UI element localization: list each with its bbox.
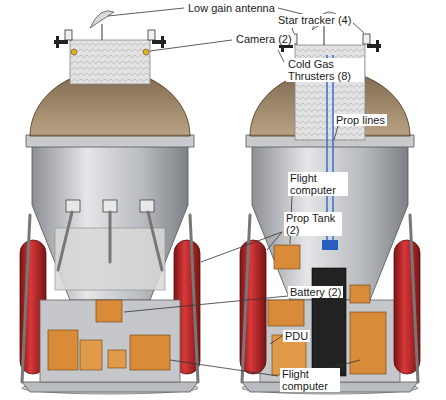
callout-label: Cold Gas Thrusters (8) (286, 58, 364, 82)
callout-label: Low gain antenna (186, 2, 277, 14)
leader-lines (108, 8, 364, 376)
callout-label: Prop Tank (2) (284, 212, 342, 236)
lander-right-view (240, 12, 420, 394)
callout-label: Star tracker (4) (276, 14, 353, 26)
lander-left-view (20, 11, 200, 394)
callout-label: PDU (283, 330, 310, 342)
callout-label: Battery (2) (288, 286, 343, 298)
callout-label: Camera (2) (234, 33, 294, 45)
callout-label: Prop lines (334, 114, 387, 126)
callout-label: Flight computer (280, 368, 340, 392)
callout-label: Flight computer (288, 172, 348, 196)
